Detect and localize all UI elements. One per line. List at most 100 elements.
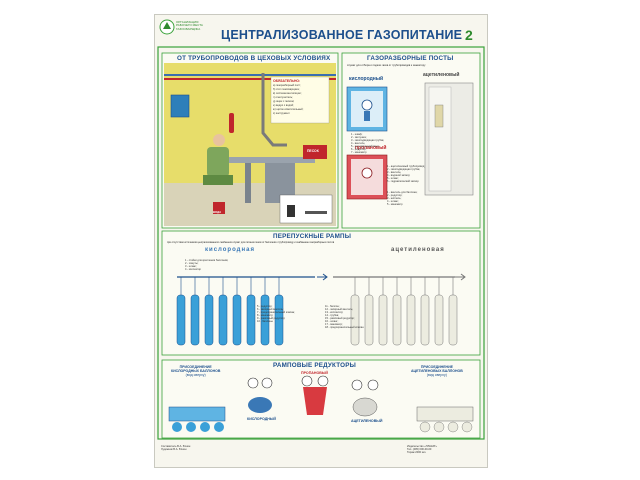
oxygen-legend: 1 - шкаф;2 - заглушка;3 - газоподводящая…: [351, 133, 384, 154]
caption-line: (вид сверху): [426, 373, 447, 377]
panel-posts-title: ГАЗОРАЗБОРНЫЕ ПОСТЫ: [367, 55, 454, 62]
cylinder: [364, 294, 374, 346]
cylinder: [448, 294, 458, 346]
cylinder: [406, 294, 416, 346]
caption-line: (вид сверху): [185, 373, 206, 377]
cylinder: [392, 294, 402, 346]
legend-item: 2 - редуктор;: [387, 194, 403, 197]
must-title: ОБЯЗАТЕЛЬНО:: [273, 79, 301, 83]
legend-item: е) ведро с водой;: [273, 104, 294, 107]
propane-post-label: пропановый: [355, 145, 387, 151]
legend-item: 4 - шланг;: [387, 200, 399, 203]
caption-line: АЦЕТИЛЕНОВЫХ БАЛЛОНОВ: [411, 369, 463, 373]
legend-item: 10 - баллоны: [257, 320, 273, 323]
legend-item: 6 - редуктор;: [351, 148, 367, 151]
legend-item: 3 - газоподводящая трубка;: [351, 139, 385, 142]
right-caption: ПРИСОЕДИНЕНИЕ АЦЕТИЛЕНОВЫХ БАЛЛОНОВ (вид…: [411, 365, 463, 377]
legend-item: 1 - шкаф;: [351, 133, 363, 136]
legend-item: 5 - редуктор;: [257, 305, 273, 308]
legend-item: 3 - шланг;: [185, 265, 197, 268]
cylinder: [246, 294, 256, 346]
legend-item: 3 - вентиль;: [387, 171, 402, 174]
reducer-acetylene-label: АЦЕТИЛЕНОВЫЙ: [351, 419, 383, 423]
acetylene-post-label: ацетиленовый: [423, 72, 460, 78]
legend-item: 14 - трубка;: [325, 314, 339, 317]
cylinder: [420, 294, 430, 346]
legend-item: д) ящик с песком;: [273, 100, 295, 103]
legend-item: 5 - шланг;: [387, 177, 399, 180]
ramp-right-legend: 11 - баллон;12 - запорный вентиль;13 - к…: [325, 305, 364, 329]
page-number: 2: [465, 27, 473, 43]
legend-item: в) система вентиляции;: [273, 92, 302, 95]
legend-item: 1 - вентиль для баллона;: [387, 191, 418, 194]
legend-item: 15 - рамповый редуктор;: [325, 317, 355, 320]
poster: ОРГАНИЗАЦИЯ РАБОЧЕГО МЕСТА ГАЗОСВАРЩИКА …: [154, 14, 488, 468]
footer-line: Художник В.А. Юшин: [161, 448, 187, 452]
footer-left: Составитель В.А. Юшин Художник В.А. Юшин: [161, 445, 190, 451]
legend-item: г) огнетушитель;: [273, 96, 293, 99]
org-line: ГАЗОСВАРЩИКА: [176, 26, 201, 31]
propane-legend: 1 - вентиль для баллона;2 - редуктор;3 -…: [387, 191, 417, 206]
legend-item: ж) щиток осветительный;: [273, 108, 304, 111]
poster-graphics: [157, 19, 485, 440]
page-title: ЦЕНТРАЛИЗОВАННОЕ ГАЗОПИТАНИЕ: [221, 28, 463, 42]
cylinder: [176, 294, 186, 346]
water-label: ВОДА: [213, 210, 222, 214]
ramp-oxygen-label: кислородная: [205, 247, 255, 253]
cylinder: [218, 294, 228, 346]
footer-line: Тираж 2000 экз.: [407, 451, 427, 455]
panel-pipes-title: ОТ ТРУБОПРОВОДОВ В ЦЕХОВЫХ УСЛОВИЯХ: [177, 55, 331, 62]
footer-line: Составитель В.А. Юшин: [161, 445, 191, 448]
legend-item: 4 - вентиль;: [351, 142, 366, 145]
legend-item: з) инструмент: [273, 112, 290, 115]
oxygen-post-label: кислородный: [349, 76, 384, 82]
reducer-oxygen-label: КИСЛОРОДНЫЙ: [247, 417, 276, 421]
legend-item: 2 - хомуты;: [185, 262, 199, 265]
oxygen-cylinders: [176, 277, 284, 346]
legend-item: 18 - предохранительный клапан: [325, 326, 364, 329]
cylinder: [434, 294, 444, 346]
footer-line: Тел. (495) 000-00-00: [407, 448, 432, 452]
caption-line: КИСЛОРОДНЫХ БАЛЛОНОВ: [171, 369, 221, 373]
legend-item: 12 - запорный вентиль;: [325, 308, 354, 311]
legend-item: 5 - манометр: [387, 203, 403, 206]
legend-item: 2 - газоподводящая трубка;: [387, 168, 421, 171]
caption-line: ПРИСОЕДИНЕНИЕ: [420, 365, 453, 369]
panel-ramps-subtitle: при отсутствии источников централизованн…: [167, 241, 335, 244]
legend-item: 16 - шланг;: [325, 320, 339, 323]
org-line: РАБОЧЕГО МЕСТА: [176, 23, 203, 28]
reducer-propane-label: ПРОПАНОВЫЙ: [301, 371, 328, 375]
cylinder: [232, 294, 242, 346]
legend-item: 2 - заглушка;: [351, 136, 367, 139]
ramp-acetylene-label: ацетиленовая: [391, 247, 445, 253]
ramp-mid-legend: 5 - редуктор;6 - запорный вентиль;7 - пр…: [257, 305, 295, 323]
acetylene-cylinders: [350, 277, 458, 346]
footer-line: Издательство «ПЛАКАТ»: [407, 445, 437, 448]
legend-item: а) газоразборный пост;: [273, 84, 301, 87]
legend-item: 9 - рамповый редуктор;: [257, 317, 286, 320]
footer-right: Издательство «ПЛАКАТ» Тел. (495) 000-00-…: [407, 445, 437, 455]
cylinder: [204, 294, 214, 346]
legend-item: 3 - ниппель;: [387, 197, 402, 200]
panel-reducers-title: РАМПОВЫЕ РЕДУКТОРЫ: [273, 362, 356, 369]
legend-item: 8 - манометр;: [257, 314, 274, 317]
legend-item: 1 - ацетиленовый трубопровод;: [387, 165, 425, 168]
panel-posts-subtitle: служат для отбора и подачи газов от труб…: [347, 64, 426, 67]
legend-item: 11 - баллон;: [325, 305, 340, 308]
legend-item: 13 - коллектор;: [325, 311, 344, 314]
cylinder: [378, 294, 388, 346]
must-list: а) газоразборный пост;б) стол газосварщи…: [273, 84, 303, 116]
legend-item: 7 - манометр: [351, 151, 367, 154]
org-line: ОРГАНИЗАЦИЯ: [176, 20, 199, 24]
legend-item: 17 - манометр;: [325, 323, 343, 326]
legend-item: 7 - предохранительный клапан;: [257, 311, 295, 314]
legend-item: 1 - стойки для крепления баллонов;: [185, 259, 229, 262]
acetylene-legend: 1 - ацетиленовый трубопровод;2 - газопод…: [387, 165, 425, 183]
legend-item: 4 - водяной затвор;: [387, 174, 411, 177]
sand-label: ПЕСОК: [307, 149, 319, 153]
legend-item: 6 - гидравлический затвор: [387, 180, 419, 183]
panel-ramps-title: ПЕРЕПУСКНЫЕ РАМПЫ: [273, 233, 352, 240]
left-caption: ПРИСОЕДИНЕНИЕ КИСЛОРОДНЫХ БАЛЛОНОВ (вид …: [171, 365, 220, 377]
legend-item: 4 - коллектор: [185, 268, 201, 271]
cylinder: [190, 294, 200, 346]
